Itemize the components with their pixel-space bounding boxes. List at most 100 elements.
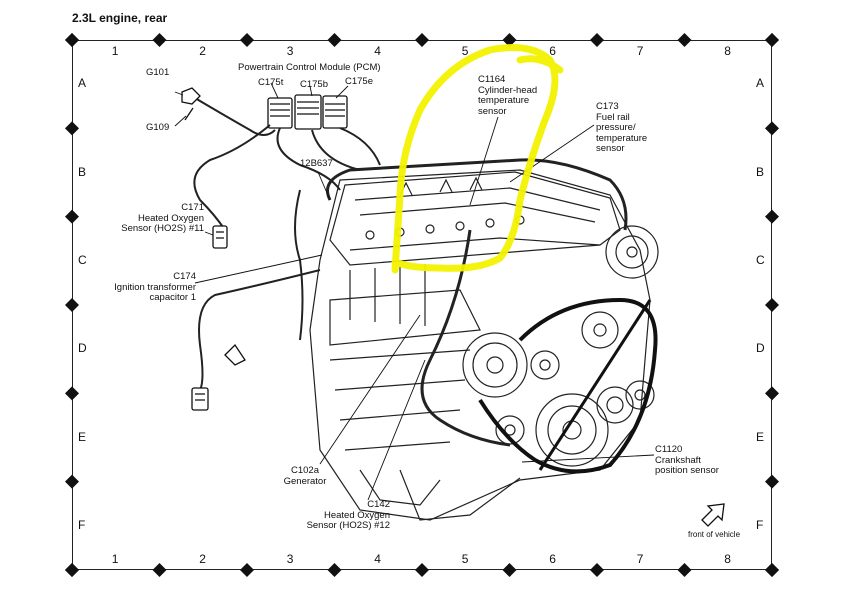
- c175b-label: C175b: [300, 79, 328, 90]
- grid-marker-top: [677, 33, 692, 47]
- grid-row-label-left: A: [78, 76, 87, 91]
- c1120-line2: position sensor: [655, 465, 719, 476]
- c173-line1: Fuel rail: [596, 111, 630, 123]
- c173-id: C173: [596, 101, 619, 112]
- grid-marker-bottom: [415, 563, 429, 577]
- grid-row-label-right: C: [756, 252, 765, 267]
- grid-column-label-top: 7: [636, 44, 644, 58]
- g101-label: G101: [146, 67, 170, 78]
- c173-line4: sensor: [596, 143, 625, 154]
- c1164-label: C1164 Cylinder-head temperature sensor: [478, 74, 538, 117]
- c102a-line1: Generator: [283, 475, 327, 487]
- grid-marker-left: [65, 474, 79, 489]
- grid-row-label-right: B: [756, 164, 765, 179]
- c171-line2: Sensor (HO2S) #11: [121, 223, 204, 234]
- pcm-label: Powertrain Control Module (PCM): [238, 62, 381, 73]
- grid-column-label-top: 6: [549, 44, 556, 58]
- grid-marker-bottom: [152, 563, 167, 577]
- grid-marker-right: [765, 209, 779, 224]
- grid-row-label-left: B: [78, 164, 87, 179]
- front-arrow: [701, 503, 725, 527]
- c102a-id: C102a: [291, 465, 319, 476]
- grid-column-label-top: 8: [724, 44, 731, 58]
- yellow-highlight: [391, 44, 564, 274]
- c175e-label: C175e: [345, 76, 373, 87]
- c1120-line1: Crankshaft: [655, 454, 701, 466]
- c1164-line3: sensor: [478, 105, 507, 117]
- grid-marker-bottom: [677, 563, 692, 577]
- diagram-title: 2.3L engine, rear: [72, 11, 168, 25]
- c1164-id: C1164: [478, 74, 506, 85]
- grid-column-label-bottom: 7: [636, 552, 644, 566]
- grid-row-label-right: D: [756, 341, 765, 356]
- grid-marker-bottom: [590, 563, 604, 577]
- grid-column-label-bottom: 1: [111, 552, 119, 566]
- grid-marker-right: [765, 386, 779, 401]
- c173-label: C173 Fuel rail pressure/ temperature sen…: [596, 101, 648, 155]
- ho2s-11-connector: [212, 225, 228, 249]
- grid-marker-right: [765, 563, 779, 577]
- grid-marker-right: [765, 474, 779, 489]
- c102a-label: C102a Generator: [270, 465, 340, 487]
- grid-marker-top: [240, 33, 254, 47]
- c175t-label: C175t: [258, 77, 284, 88]
- grid-marker-top: [415, 33, 429, 47]
- grid-marker-top: [327, 33, 342, 47]
- c142-id: C142: [367, 499, 390, 510]
- grid-marker-left: [65, 298, 79, 312]
- grid-column-label-bottom: 3: [286, 552, 294, 566]
- grid-marker-bottom: [240, 563, 254, 577]
- c142-line2: Sensor (HO2S) #12: [306, 520, 390, 531]
- grid-marker-bottom: [502, 563, 517, 577]
- c174-line2: capacitor 1: [149, 292, 196, 303]
- c174-id: C174: [173, 271, 196, 282]
- c171-label: C171 Heated Oxygen Sensor (HO2S) #11: [98, 202, 204, 235]
- c174-line1: Ignition transformer: [114, 281, 196, 293]
- engine-drawing: [309, 158, 659, 521]
- grid-markers: [65, 33, 779, 577]
- c1120-label: C1120 Crankshaft position sensor: [655, 444, 719, 477]
- grid-column-label-top: 1: [111, 44, 119, 58]
- grid-row-label-right: F: [756, 517, 764, 532]
- grid-marker-left: [65, 121, 79, 136]
- c173-line3: temperature: [596, 132, 648, 144]
- c142-label: C142 Heated Oxygen Sensor (HO2S) #12: [280, 499, 390, 532]
- grid-row-label-left: F: [78, 517, 86, 532]
- c1120-id: C1120: [655, 444, 683, 455]
- grid-column-label-bottom: 8: [724, 552, 731, 566]
- grid-column-label-top: 4: [374, 44, 381, 58]
- grid-marker-bottom: [327, 563, 342, 577]
- c173-line2: pressure/: [596, 122, 636, 133]
- grid-marker-top: [502, 33, 517, 47]
- 12b637-label: 12B637: [300, 158, 333, 169]
- leader-lines: [174, 82, 655, 501]
- grid-marker-right: [765, 298, 779, 312]
- g109-label: G109: [146, 122, 170, 133]
- grid-column-label-bottom: 2: [199, 552, 206, 566]
- grid-column-label-top: 3: [286, 44, 294, 58]
- c1164-line1: Cylinder-head: [478, 84, 538, 96]
- grid-marker-left: [65, 209, 79, 224]
- c174-label: C174 Ignition transformer capacitor 1: [90, 271, 196, 304]
- grid-marker-left: [65, 33, 79, 47]
- grid-row-label-left: D: [78, 341, 87, 356]
- grid-marker-top: [590, 33, 604, 47]
- grid-marker-right: [765, 121, 779, 136]
- grid-row-label-left: E: [78, 429, 87, 444]
- front-of-vehicle-label: front of vehicle: [688, 530, 741, 539]
- c1164-line2: temperature: [478, 95, 530, 106]
- c171-id: C171: [181, 202, 204, 213]
- grid-column-label-top: 5: [461, 44, 469, 58]
- grid-row-label-right: E: [756, 429, 765, 444]
- grid-marker-left: [65, 563, 79, 577]
- c142-line1: Heated Oxygen: [323, 509, 390, 521]
- grid-row-label-right: A: [756, 76, 765, 91]
- c171-line1: Heated Oxygen: [137, 212, 204, 224]
- grid-marker-top: [152, 33, 167, 47]
- grid-marker-left: [65, 386, 79, 401]
- grid-column-label-bottom: 6: [549, 552, 556, 566]
- grid-column-label-top: 2: [199, 44, 206, 58]
- grid-marker-right: [765, 33, 779, 47]
- pcm-connectors: [267, 94, 348, 130]
